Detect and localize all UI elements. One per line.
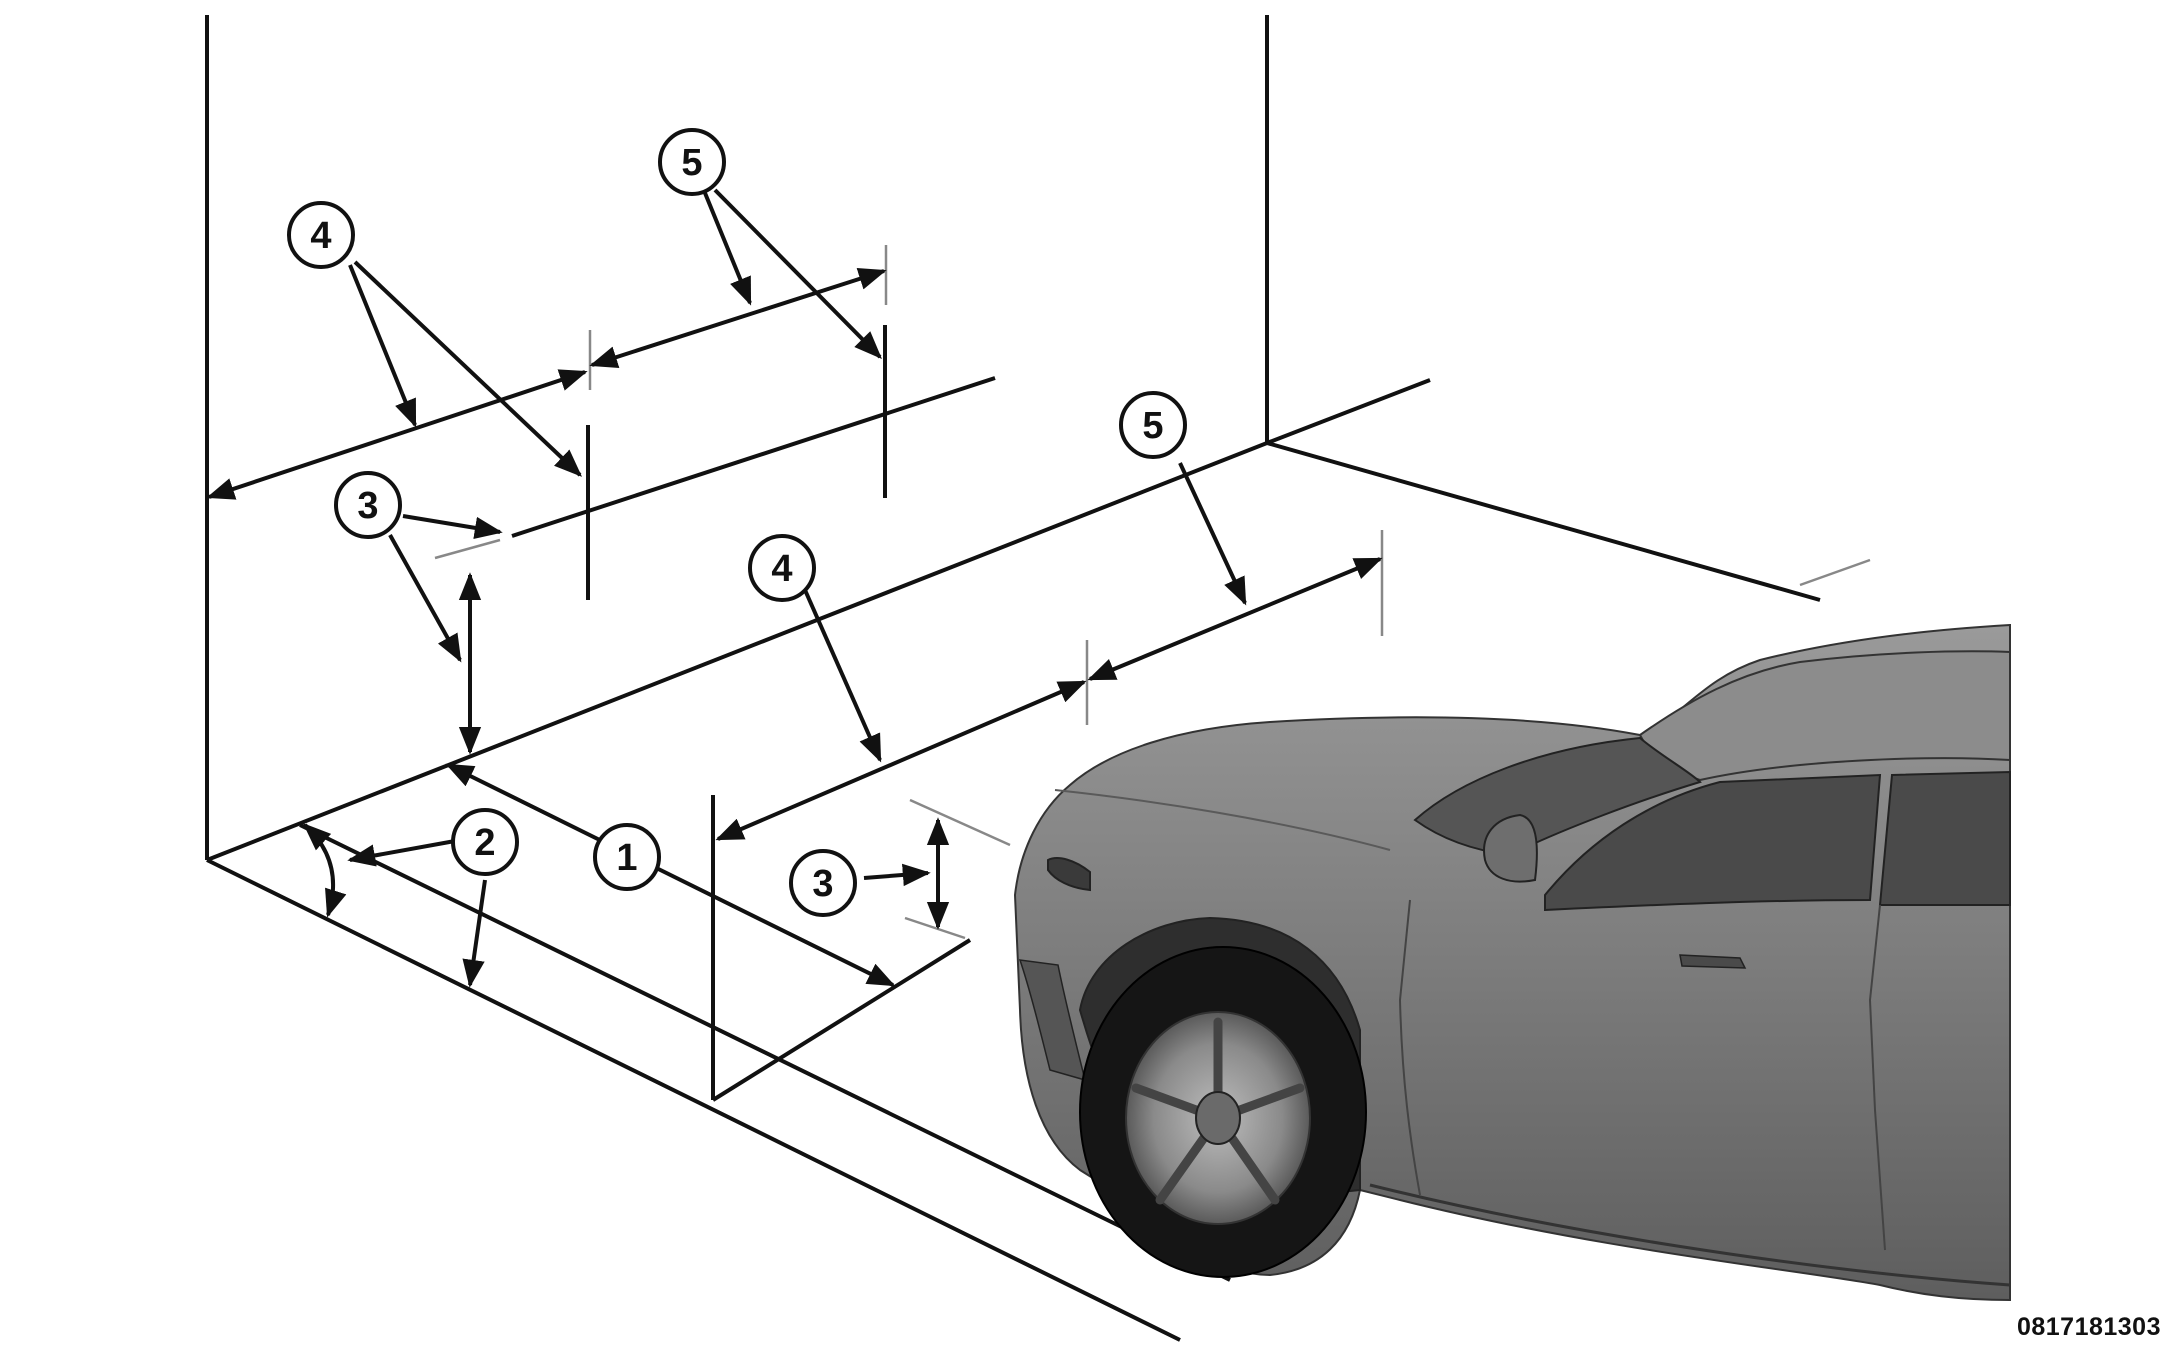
leader-3-to-guide <box>402 514 503 539</box>
callout-3-floor: 3 <box>789 849 857 917</box>
horizontal-reference-line <box>511 376 996 538</box>
dim-arrow-floor-5 <box>1087 557 1383 681</box>
leader-2-to-floor <box>462 879 487 988</box>
vehicle-hood-line <box>1054 789 1391 851</box>
callout-2-label: 2 <box>474 822 495 864</box>
vehicle-hub <box>1195 1091 1241 1145</box>
leader-3-floor <box>863 863 931 887</box>
floor-right-edge <box>1266 441 1821 602</box>
vehicle-illustration <box>1013 623 2011 1302</box>
floor-left-edge <box>206 858 1181 1342</box>
leader-4-floor <box>803 589 882 763</box>
vehicle-front-window <box>1544 773 1882 912</box>
vehicle-door-seam-rear <box>1868 904 1886 1251</box>
leader-2-to-arc <box>347 839 456 867</box>
callout-4-wall: 4 <box>287 201 355 269</box>
leader-4-to-arrow <box>348 264 417 428</box>
leader-4-to-line <box>353 260 583 477</box>
callout-5-wall-label: 5 <box>681 142 702 184</box>
floor-guide-upper <box>909 798 1011 847</box>
callout-4-wall-label: 4 <box>310 215 331 257</box>
callout-3-wall-label: 3 <box>357 485 378 527</box>
dim-arrow-wall-5 <box>589 268 887 368</box>
floor-line-parallel <box>711 938 972 1102</box>
floor-right-guide <box>1799 558 1871 587</box>
vehicle-rocker <box>1369 1183 2011 1287</box>
leader-5-floor <box>1178 462 1247 606</box>
vehicle-headlamp <box>1047 857 1091 892</box>
angle-arc-2 <box>302 823 347 918</box>
callout-5-floor-label: 5 <box>1142 405 1163 447</box>
callout-3-wall: 3 <box>334 471 402 539</box>
vehicle-rear-window <box>1878 770 2011 906</box>
floor-guide-lower <box>904 916 966 940</box>
callout-5-wall: 5 <box>658 128 726 196</box>
callout-4-floor: 4 <box>748 534 816 602</box>
vehicle-door-handle <box>1679 954 1747 969</box>
dim-arrow-wall-4 <box>206 369 588 500</box>
wall-floor-seam-extension <box>1266 378 1431 445</box>
vehicle-roof <box>1638 650 2011 782</box>
vehicle-side-mirror <box>1483 813 1538 883</box>
vehicle-door-seam <box>1398 899 1421 1196</box>
dimension-arrows <box>206 268 1383 987</box>
wall-guide-short <box>434 538 501 560</box>
leader-5-to-line <box>713 188 882 359</box>
leader-lines <box>347 188 1247 988</box>
callout-2: 2 <box>451 808 519 876</box>
callout-1-label: 1 <box>616 837 637 879</box>
leader-5-to-arrow <box>703 192 752 306</box>
dim-arrow-floor-4 <box>715 680 1087 841</box>
dim-arrow-floor-1 <box>445 763 896 987</box>
wall-floor-seam <box>206 441 1268 862</box>
callout-1: 1 <box>593 823 661 891</box>
callout-5-floor: 5 <box>1119 391 1187 459</box>
callout-4-floor-label: 4 <box>771 548 792 590</box>
figure-id: 0817181303 <box>2016 1313 2161 1341</box>
leader-3-to-arrow <box>388 534 462 663</box>
callout-3-floor-label: 3 <box>812 863 833 905</box>
callouts: 5 4 3 5 4 2 1 3 <box>287 128 1187 917</box>
